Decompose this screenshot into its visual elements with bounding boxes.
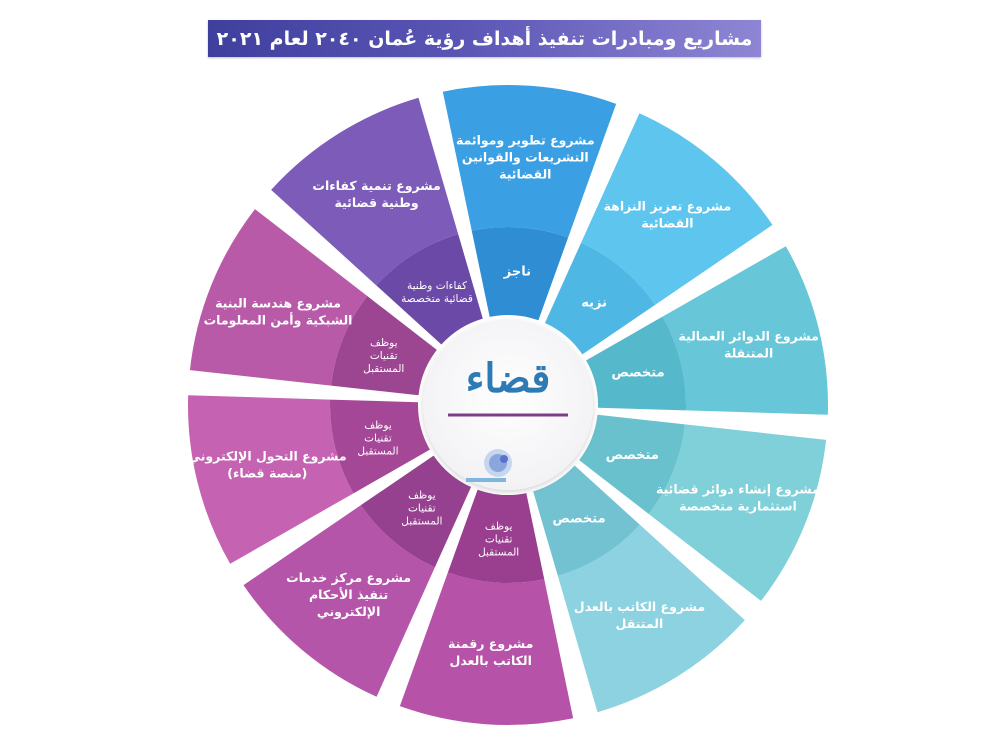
segment-outer-execution-center: [243, 505, 435, 697]
segment-label-line: مشروع تعزيز النزاهة: [604, 199, 732, 214]
segment-label-line: مشروع تطوير وموائمة: [456, 133, 595, 148]
segment-label-competencies: مشروع تنمية كفاءات وطنية قضائية: [312, 178, 440, 210]
segment-tag-band-legislation: [471, 227, 569, 321]
segment-tag-line: قضائية متخصصة: [401, 293, 473, 305]
segment-labor: مشروع الدوائر العمالية المتنقلة متخصص: [586, 246, 828, 415]
segment-tag-band-network: [331, 296, 437, 396]
segment-tag-line: تقنيات: [485, 534, 513, 546]
segment-label-line: مشروع التحول الإلكتروني: [188, 448, 347, 463]
segment-tag-line: نزيه: [581, 295, 607, 310]
segment-tag-labor: متخصص: [611, 366, 664, 381]
segment-tag-band-labor: [586, 316, 686, 411]
segment-label-integrity: مشروع تعزيز النزاهة القضائية: [604, 199, 732, 231]
segment-label-line: مشروع مركز خدمات: [286, 570, 411, 585]
segment-label-e-transformation: مشروع التحول الإلكتروني (منصة قضاء): [188, 448, 347, 480]
segment-tag-line: متخصص: [611, 366, 664, 381]
segment-tag-line: متخصص: [606, 448, 659, 463]
segment-tag-line: متخصص: [552, 512, 605, 527]
segment-label-line: استثمارية متخصصة: [679, 498, 797, 513]
segment-tag-band-competencies: [376, 234, 483, 345]
title-banner: مشاريع ومبادرات تنفيذ أهداف رؤية عُمان ٢…: [208, 20, 761, 57]
center-circle: [423, 320, 593, 490]
page-title: مشاريع ومبادرات تنفيذ أهداف رؤية عُمان ٢…: [216, 27, 753, 50]
segment-label-line: مشروع الكاتب بالعدل: [574, 599, 705, 614]
segment-label-investment: مشروع إنشاء دوائر قضائية استثمارية متخصصة: [656, 481, 820, 513]
qadaa-logo-text: قضاء: [466, 355, 551, 402]
segment-outer-integrity: [581, 113, 773, 305]
segment-outer-investment: [648, 424, 827, 601]
segment-tag-line: ناجز: [503, 264, 531, 279]
segment-label-labor: مشروع الدوائر العمالية المتنقلة: [678, 329, 818, 361]
segment-outer-competencies: [271, 97, 459, 286]
segment-tag-mobile-notary: متخصص: [552, 512, 605, 527]
segment-label-line: وطنية قضائية: [334, 195, 418, 210]
segment-label-line: الشبكية وأمن المعلومات: [204, 312, 353, 328]
segments-layer: مشروع تطوير وموائمة التشريعات والقوانين ال…: [187, 85, 828, 725]
segment-label-digital-notary: مشروع رقمنة الكاتب بالعدل: [448, 636, 533, 668]
segment-tag-investment: متخصص: [606, 448, 659, 463]
segment-label-line: المتنقل: [616, 616, 664, 631]
segment-outer-e-transformation: [187, 395, 354, 564]
segment-tag-line: يوظف: [370, 337, 398, 349]
segment-label-line: مشروع إنشاء دوائر قضائية: [656, 481, 820, 496]
segment-integrity: مشروع تعزيز النزاهة القضائية نزيه: [544, 113, 773, 355]
segment-label-line: مشروع رقمنة: [448, 636, 533, 651]
segment-tag-band-integrity: [544, 242, 656, 355]
segment-tag-band-execution-center: [360, 455, 472, 568]
segment-outer-mobile-notary: [557, 524, 745, 713]
ministry-emblem-icon: [466, 449, 512, 482]
segment-tag-line: يوظف: [408, 490, 436, 502]
segment-label-line: القضائية: [641, 216, 693, 231]
center-hub: قضاء: [423, 320, 593, 490]
segment-label-line: الكاتب بالعدل: [449, 653, 531, 668]
segment-label-line: مشروع تنمية كفاءات: [312, 178, 440, 193]
segment-tag-band-digital-notary: [447, 489, 545, 583]
segment-label-line: التشريعات والقوانين: [462, 150, 589, 165]
segment-outer-legislation: [442, 85, 617, 238]
segment-tag-line: يوظف: [485, 521, 513, 533]
segment-tag-line: المستقبل: [401, 516, 442, 528]
segment-tag-line: كفاءات وطنية: [407, 280, 467, 292]
segment-outer-network: [189, 209, 368, 386]
segment-label-line: القضائية: [499, 167, 551, 182]
segment-label-legislation: مشروع تطوير وموائمة التشريعات والقوانين ال…: [456, 133, 595, 182]
segment-legislation: مشروع تطوير وموائمة التشريعات والقوانين ال…: [442, 85, 617, 321]
segment-tag-line: تقنيات: [364, 432, 392, 444]
segment-tag-line: المستقبل: [363, 363, 404, 375]
segment-competencies: مشروع تنمية كفاءات وطنية قضائية كفاءات وطن…: [271, 97, 483, 345]
segment-label-line: (منصة قضاء): [227, 465, 307, 480]
segment-investment: مشروع إنشاء دوائر قضائية استثمارية متخصصة…: [579, 414, 827, 601]
segment-tag-line: المستقبل: [478, 547, 519, 559]
segment-label-mobile-notary: مشروع الكاتب بالعدل المتنقل: [574, 599, 705, 631]
segment-label-line: مشروع الدوائر العمالية: [678, 329, 818, 344]
segment-outer-digital-notary: [399, 572, 574, 725]
segment-tag-legislation: ناجز: [503, 264, 531, 279]
segment-tag-line: تقنيات: [408, 503, 436, 515]
segment-tag-band-e-transformation: [330, 399, 430, 494]
segment-label-line: تنفيذ الأحكام: [309, 587, 388, 603]
segment-tag-integrity: نزيه: [581, 295, 607, 310]
segment-tag-band-mobile-notary: [533, 465, 640, 576]
segment-label-line: الإلكتروني: [317, 604, 381, 619]
segment-tag-line: يوظف: [364, 419, 392, 431]
segment-label-line: مشروع هندسة البنية: [215, 296, 341, 311]
segment-mobile-notary: مشروع الكاتب بالعدل المتنقل متخصص: [533, 465, 745, 713]
segment-outer-labor: [662, 246, 828, 415]
segment-tag-line: المستقبل: [357, 445, 398, 457]
segment-tag-line: تقنيات: [370, 350, 398, 362]
segment-label-line: المتنقلة: [724, 346, 773, 361]
segment-tag-band-investment: [579, 414, 685, 514]
